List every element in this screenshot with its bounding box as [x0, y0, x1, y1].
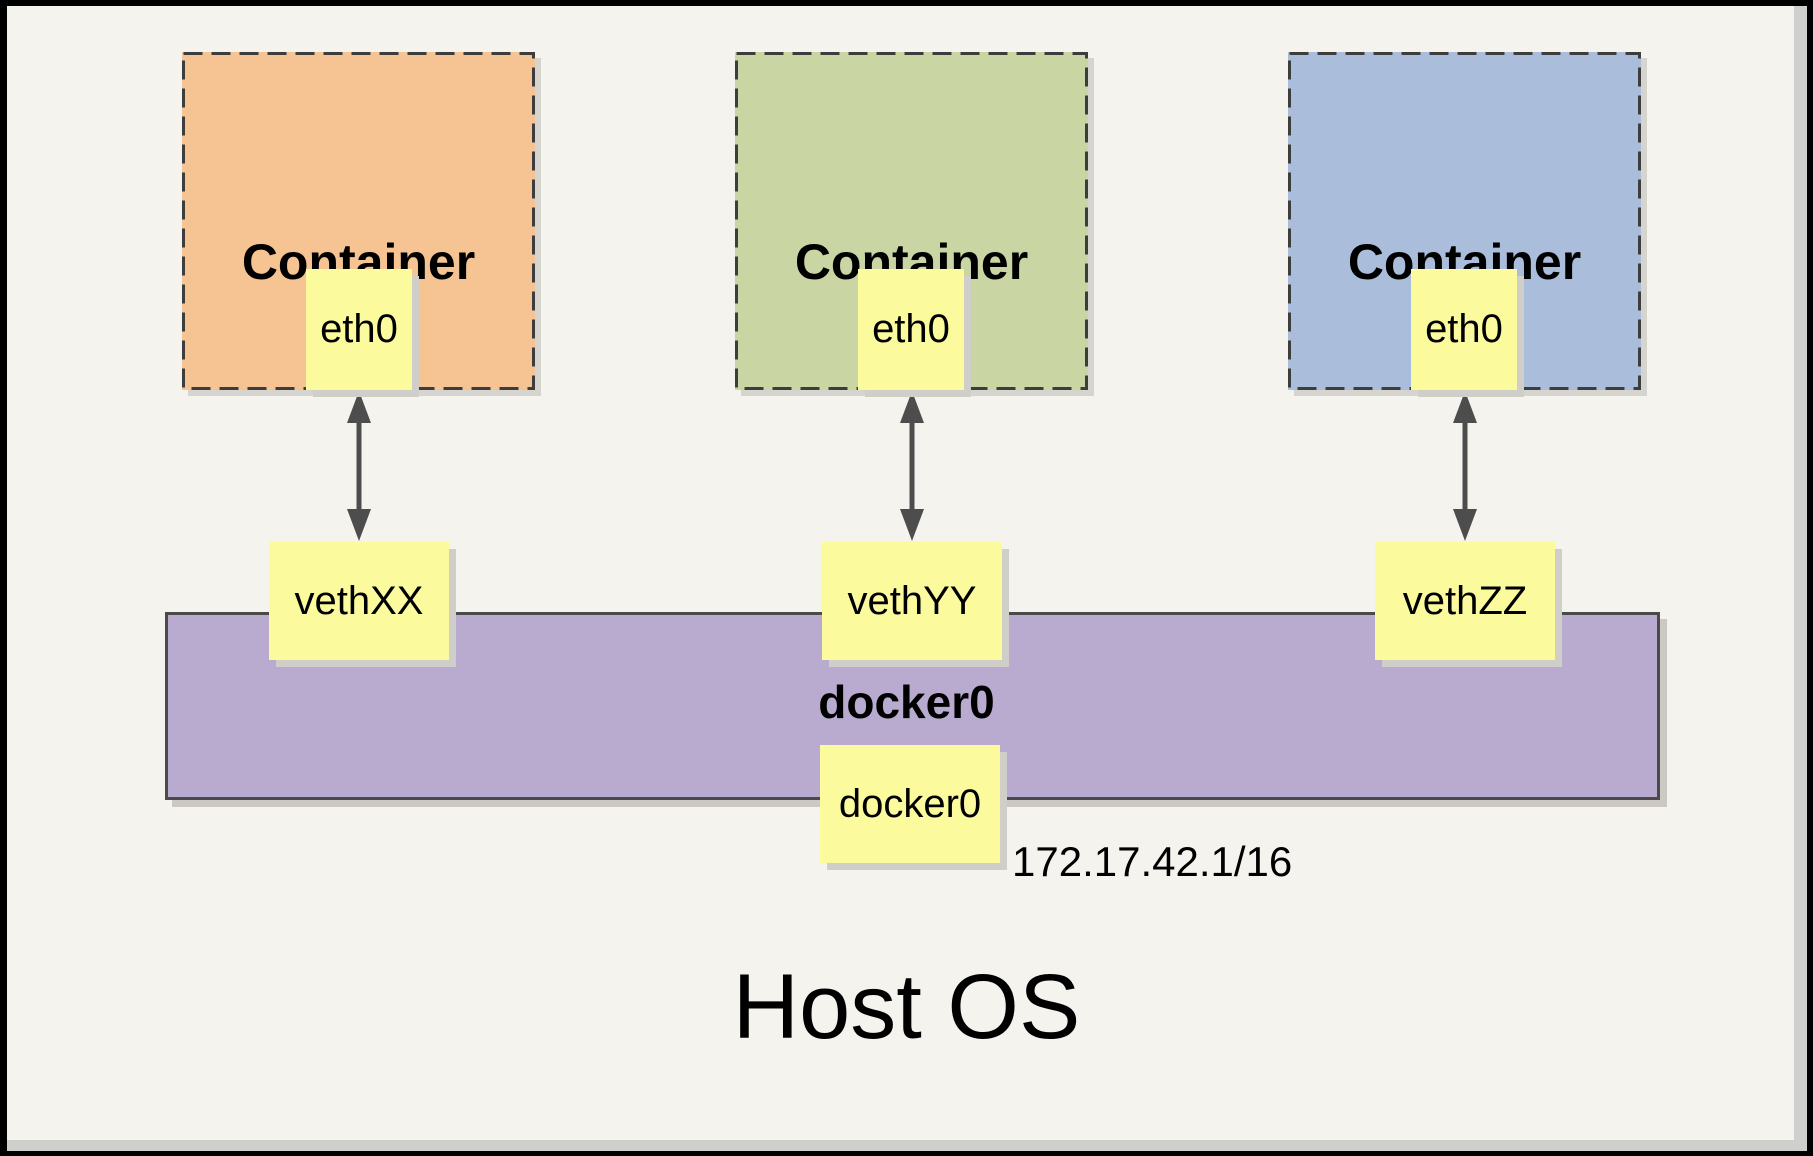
container-1-dashed-border-icon: [182, 52, 535, 390]
container-3-eth0-box: eth0: [1411, 269, 1517, 390]
container-1-veth-arrow-icon: [347, 391, 371, 541]
container-1-eth0-label: eth0: [320, 307, 398, 351]
veth-box-2: vethYY: [822, 542, 1002, 660]
container-3-veth-arrow-icon: [1453, 391, 1477, 541]
docker0-interface-box: docker0: [820, 745, 1000, 863]
host-os-label: Host OS: [732, 956, 1081, 1058]
container-3-eth0-label: eth0: [1425, 307, 1503, 351]
container-2-veth-arrow-icon: [900, 391, 924, 541]
container-1-eth0-box: eth0: [306, 269, 412, 390]
docker0-ip-address: 172.17.42.1/16: [1012, 838, 1293, 885]
container-2-dashed-border-icon: [735, 52, 1088, 390]
veth-box-3: vethZZ: [1375, 542, 1555, 660]
veth-label-2: vethYY: [847, 578, 977, 623]
veth-label-3: vethZZ: [1402, 578, 1528, 623]
docker0-interface-label: docker0: [838, 781, 982, 826]
veth-label-1: vethXX: [294, 578, 424, 623]
veth-box-1: vethXX: [269, 542, 449, 660]
container-2-eth0-label: eth0: [872, 307, 950, 351]
container-3-dashed-border-icon: [1288, 52, 1641, 390]
container-2-eth0-box: eth0: [858, 269, 964, 390]
docker0-bridge-label: docker0: [818, 676, 995, 728]
